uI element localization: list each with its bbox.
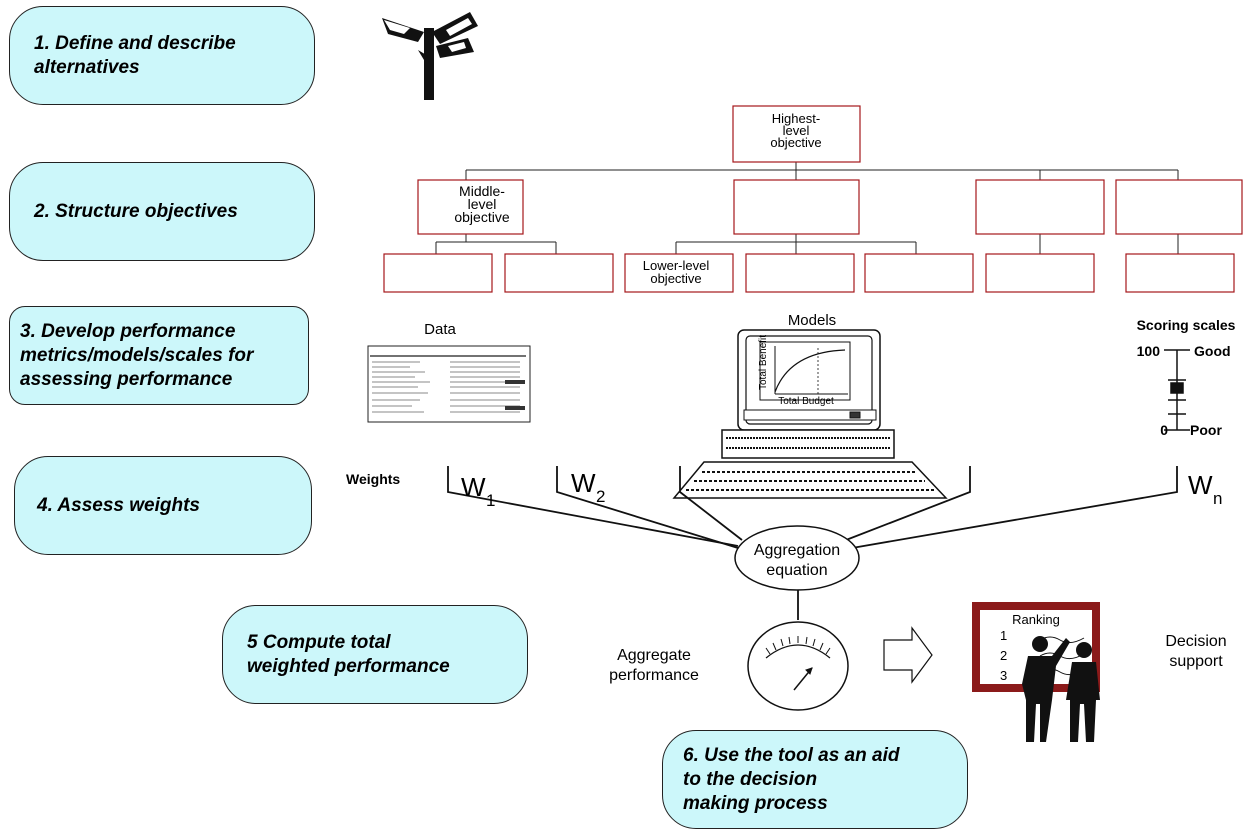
objective-box-middle-2 — [733, 179, 860, 235]
text-line: support — [1169, 653, 1223, 670]
objective-box-lower-2 — [504, 253, 614, 293]
weight-w1-sub: 1 — [486, 491, 495, 510]
scale-top-label: Good — [1194, 343, 1231, 359]
objective-box-middle-4 — [1115, 179, 1243, 235]
arrow-right-icon — [883, 626, 933, 684]
objective-box-lower-5 — [864, 253, 974, 293]
scoring-scales-label: Scoring scales — [1137, 317, 1236, 333]
objective-box-lower-1 — [383, 253, 493, 293]
weights-label: Weights — [346, 471, 400, 487]
text-line: objective — [650, 271, 701, 286]
text-line: Aggregation — [754, 542, 840, 559]
step-6-box: 6. Use the tool as an aid to the decisio… — [662, 730, 968, 829]
weight-wn: W n — [1188, 470, 1222, 508]
aggregation-ellipse — [734, 525, 860, 591]
data-table-icon — [367, 345, 531, 423]
models-label: Models — [788, 312, 836, 329]
text-line: Aggregate — [617, 647, 691, 664]
step-2-text: 2. Structure objectives — [34, 200, 238, 222]
text-line: performance — [609, 667, 699, 684]
step-5-text: 5 Compute total weighted performance — [247, 631, 450, 677]
signpost-icon — [382, 12, 478, 100]
step-4-text: 4. Assess weights — [37, 494, 200, 516]
weight-w1: W 1 — [461, 472, 495, 510]
weight-w1-base: W — [461, 472, 486, 502]
model-y-axis-label: Total Benefit — [758, 335, 769, 390]
text-line: Lower-level — [643, 258, 710, 273]
objective-box-middle-1 — [417, 179, 524, 235]
text-line: level — [468, 196, 497, 212]
step-2-box: 2. Structure objectives — [9, 162, 315, 261]
model-x-axis-label: Total Budget — [778, 396, 834, 407]
step-1-box: 1. Define and describe alternatives — [9, 6, 315, 105]
presenters-icon — [1022, 636, 1100, 742]
aggregation-label: Aggregation equation — [754, 542, 840, 579]
ranking-item-1: 1 — [1000, 628, 1007, 643]
text-line: Middle- — [459, 183, 505, 199]
text-line: equation — [766, 562, 827, 579]
text-line: Highest- — [772, 111, 820, 126]
weight-w2-base: W — [571, 468, 596, 498]
ranking-label: Ranking — [1012, 612, 1060, 627]
text-line: objective — [770, 135, 821, 150]
scale-bottom-value: 0 — [1160, 422, 1168, 438]
gauge-icon — [747, 621, 849, 711]
step-1-text: 1. Define and describe alternatives — [34, 32, 236, 78]
objective-box-lower-6 — [985, 253, 1095, 293]
step-3-text: 3. Develop performance metrics/models/sc… — [20, 320, 254, 390]
text-line: objective — [454, 209, 509, 225]
objective-box-lower-4 — [745, 253, 855, 293]
ranking-item-2: 2 — [1000, 648, 1007, 663]
hierarchy-connectors — [435, 162, 1179, 254]
step-4-box: 4. Assess weights — [14, 456, 312, 555]
weight-w2-sub: 2 — [596, 487, 605, 506]
objective-box-middle-3 — [975, 179, 1105, 235]
scale-top-value: 100 — [1137, 343, 1161, 359]
weight-wn-sub: n — [1213, 489, 1222, 508]
step-6-text: 6. Use the tool as an aid to the decisio… — [683, 744, 900, 814]
scale-bottom-label: Poor — [1190, 422, 1222, 438]
computer-icon — [672, 329, 948, 499]
data-label: Data — [424, 321, 456, 338]
objective-box-top — [732, 105, 861, 163]
aggregate-performance-label: Aggregate performance — [609, 647, 699, 684]
weight-wn-base: W — [1188, 470, 1213, 500]
step-3-box: 3. Develop performance metrics/models/sc… — [9, 306, 309, 405]
weight-w2: W 2 — [571, 468, 605, 506]
decision-support-label: Decision support — [1165, 633, 1226, 670]
scoring-scale-icon — [1164, 349, 1190, 431]
step-5-box: 5 Compute total weighted performance — [222, 605, 528, 704]
weight-lines — [447, 466, 1178, 620]
text-line: level — [783, 123, 810, 138]
objective-box-lower-7 — [1125, 253, 1235, 293]
ranking-item-3: 3 — [1000, 668, 1007, 683]
objective-box-lower-3 — [624, 253, 734, 293]
text-line: Decision — [1165, 633, 1226, 650]
